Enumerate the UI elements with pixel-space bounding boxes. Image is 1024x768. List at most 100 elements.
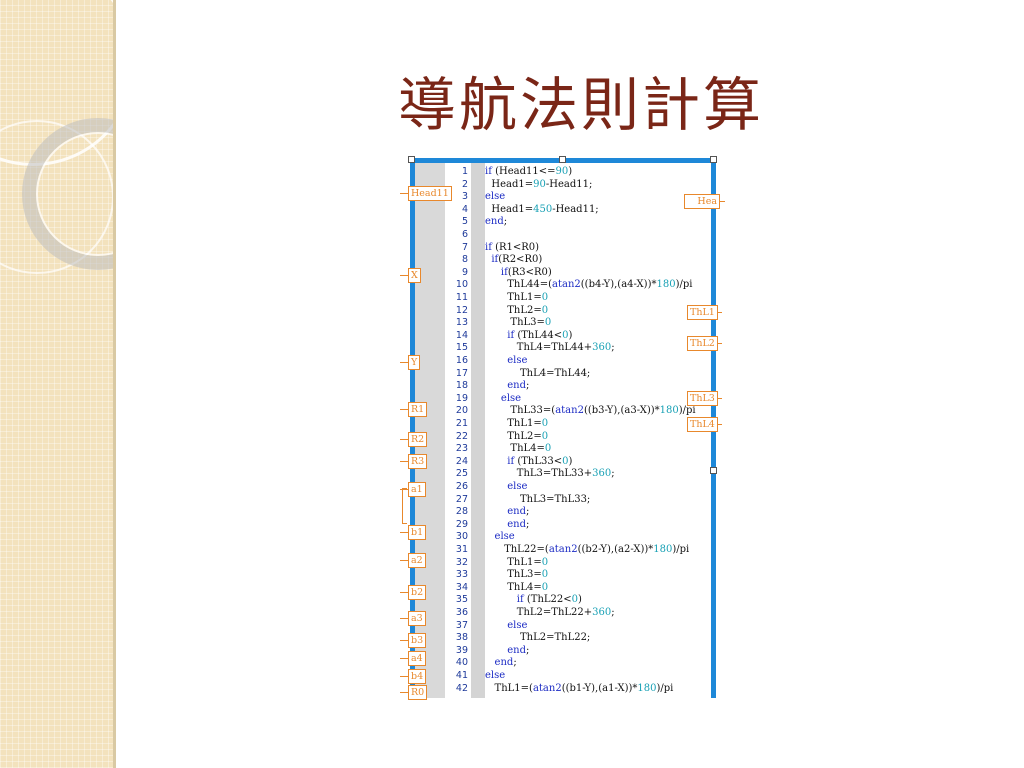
code-line[interactable]: ThL1=(atan2((b1-Y),(a1-X))*180)/pi [485, 682, 674, 694]
input-port-x[interactable]: X [408, 268, 421, 283]
input-port-a1[interactable]: a1 [408, 482, 426, 497]
input-wire [400, 461, 410, 462]
code-line[interactable]: else [485, 670, 505, 681]
input-port-b1[interactable]: b1 [408, 525, 427, 540]
code-line[interactable]: ThL2=0 [485, 305, 548, 316]
line-number: 31 [455, 544, 468, 555]
code-line[interactable]: ThL3=ThL33+360; [485, 468, 615, 479]
code-text [485, 620, 507, 631]
code-line[interactable]: if (ThL33<0) [485, 456, 572, 467]
code-line[interactable]: ThL4=0 [485, 582, 548, 593]
code-text: ThL3=ThL33; [485, 493, 591, 505]
line-number: 30 [455, 531, 468, 543]
code-line[interactable]: end; [485, 519, 529, 530]
code-line[interactable]: ThL2=0 [485, 431, 548, 442]
code-keyword: if [507, 329, 515, 341]
code-line[interactable]: ThL1=0 [485, 557, 548, 568]
resize-handle[interactable] [710, 467, 717, 474]
input-port-r3[interactable]: R3 [408, 454, 428, 469]
code-line[interactable]: if (Head11<=90) [485, 166, 572, 177]
code-line[interactable]: ThL44=(atan2((b4-Y),(a4-X))*180)/pi [485, 279, 692, 290]
output-port-thl1[interactable]: ThL1 [687, 305, 718, 320]
code-number: 0 [541, 304, 549, 316]
code-line[interactable]: end; [485, 216, 507, 227]
line-number: 33 [455, 569, 468, 581]
input-port-r0[interactable]: R0 [408, 685, 428, 700]
code-line[interactable]: if (ThL44<0) [485, 330, 572, 341]
code-line[interactable]: if (R1<R0) [485, 242, 539, 253]
input-port-a4[interactable]: a4 [408, 651, 426, 666]
line-number: 35 [455, 594, 468, 606]
output-port-hea[interactable]: Hea [684, 194, 720, 209]
code-line[interactable]: ThL3=ThL33; [485, 494, 590, 505]
input-wire [400, 409, 410, 410]
code-line[interactable]: ThL3=0 [485, 569, 548, 580]
code-text: ThL1=( [485, 682, 533, 694]
code-editor[interactable]: if (Head11<=90) Head1=90-Head11;else Hea… [485, 163, 711, 698]
code-line[interactable]: else [485, 620, 527, 631]
code-line[interactable]: if(R3<R0) [485, 267, 552, 278]
input-port-head11[interactable]: Head11 [408, 186, 452, 201]
code-line[interactable]: end; [485, 506, 529, 517]
code-line[interactable]: ThL1=0 [485, 292, 548, 303]
output-port-thl4[interactable]: ThL4 [687, 417, 718, 432]
input-port-a3[interactable]: a3 [408, 611, 426, 626]
input-port-r2[interactable]: R2 [408, 432, 428, 447]
input-wire [400, 592, 410, 593]
input-port-y[interactable]: Y [408, 355, 421, 370]
code-text: )/pi [656, 682, 674, 694]
input-port-a2[interactable]: a2 [408, 553, 426, 568]
code-text: ThL2=ThL22+ [485, 607, 593, 618]
code-number: 360 [592, 607, 612, 618]
code-number: 90 [555, 166, 569, 177]
code-line[interactable]: ThL2=ThL22; [485, 632, 590, 643]
code-text: ThL4= [485, 443, 545, 455]
code-number: 0 [571, 594, 579, 606]
input-port-b2[interactable]: b2 [408, 585, 427, 600]
code-line[interactable]: ThL4=ThL44; [485, 368, 590, 379]
input-wire [400, 439, 410, 440]
code-line[interactable]: ThL1=0 [485, 418, 548, 429]
code-text: ThL1= [485, 292, 542, 303]
input-port-r1[interactable]: R1 [408, 402, 428, 417]
code-line[interactable]: ThL33=(atan2((b3-Y),(a3-X))*180)/pi [485, 405, 696, 417]
line-number: 36 [455, 607, 468, 618]
output-port-thl2[interactable]: ThL2 [687, 336, 718, 351]
code-line[interactable]: if(R2<R0) [485, 254, 542, 265]
code-line[interactable]: ThL2=ThL22+360; [485, 607, 615, 618]
resize-handle[interactable] [408, 156, 415, 163]
input-port-b3[interactable]: b3 [408, 633, 427, 648]
code-line[interactable]: if (ThL22<0) [485, 594, 582, 605]
code-line[interactable]: else [485, 355, 527, 366]
code-keyword: if [485, 241, 492, 253]
code-line[interactable]: ThL4=ThL44+360; [485, 342, 615, 353]
code-line[interactable]: ThL22=(atan2((b2-Y),(a2-X))*180)/pi [485, 544, 689, 555]
code-text: )/pi [678, 405, 696, 417]
code-text: Head1= [485, 203, 534, 215]
output-port-thl3[interactable]: ThL3 [687, 391, 718, 406]
code-text: ) [578, 594, 582, 606]
line-number: 9 [461, 266, 468, 278]
code-line[interactable]: end; [485, 380, 529, 391]
code-line[interactable]: else [485, 531, 515, 542]
code-line[interactable]: Head1=450-Head11; [485, 203, 599, 215]
code-line[interactable]: end; [485, 645, 529, 656]
code-line[interactable]: Head1=90-Head11; [485, 179, 592, 190]
input-port-b4[interactable]: b4 [408, 669, 427, 684]
code-line[interactable]: else [485, 191, 505, 202]
resize-handle[interactable] [710, 156, 717, 163]
code-keyword: else [507, 619, 528, 631]
line-number: 2 [461, 178, 468, 190]
line-number: 1 [461, 166, 468, 177]
code-line[interactable]: ThL4=0 [485, 443, 551, 454]
code-line[interactable]: else [485, 393, 521, 404]
code-line[interactable]: end; [485, 657, 517, 668]
code-line[interactable]: else [485, 481, 527, 492]
code-text: -Head11; [552, 203, 599, 215]
resize-handle[interactable] [559, 156, 566, 163]
code-text: ThL4=ThL44+ [485, 342, 593, 354]
code-text [485, 531, 495, 542]
code-text [485, 393, 501, 404]
code-line[interactable]: ThL3=0 [485, 317, 551, 328]
